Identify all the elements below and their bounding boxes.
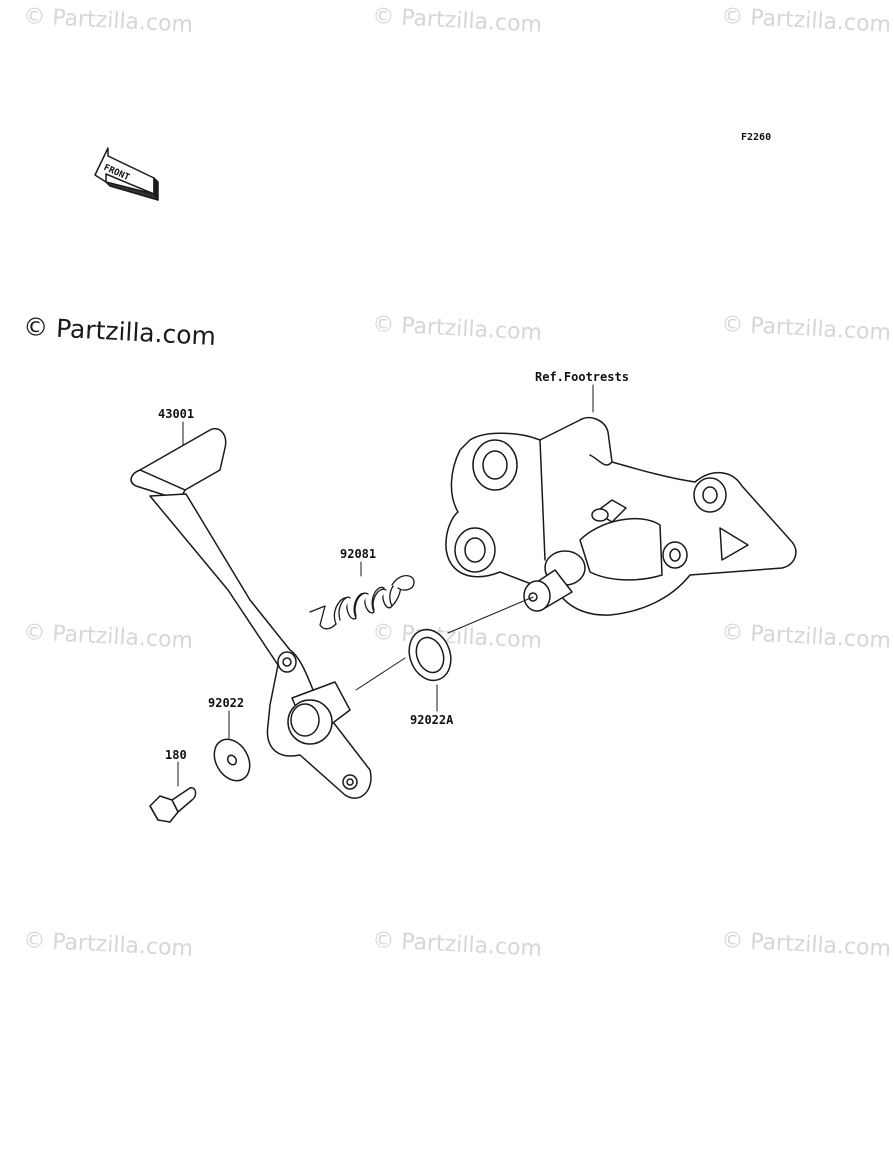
label-43001: 43001 (158, 407, 195, 421)
return-spring (309, 574, 415, 630)
front-arrow-icon (94, 147, 159, 201)
brake-pedal (130, 428, 372, 799)
diagram-code: F2260 (741, 132, 772, 143)
washer-92022a (408, 628, 452, 682)
bolt-180 (149, 787, 197, 823)
label-92022a: 92022A (410, 713, 454, 727)
washer-92022 (213, 738, 251, 782)
label-92022: 92022 (208, 696, 245, 710)
label-180: 180 (165, 748, 187, 762)
footrest-bracket (445, 416, 797, 616)
label-92081: 92081 (340, 547, 377, 561)
label-footrest-ref: Ref.Footrests (535, 370, 629, 384)
